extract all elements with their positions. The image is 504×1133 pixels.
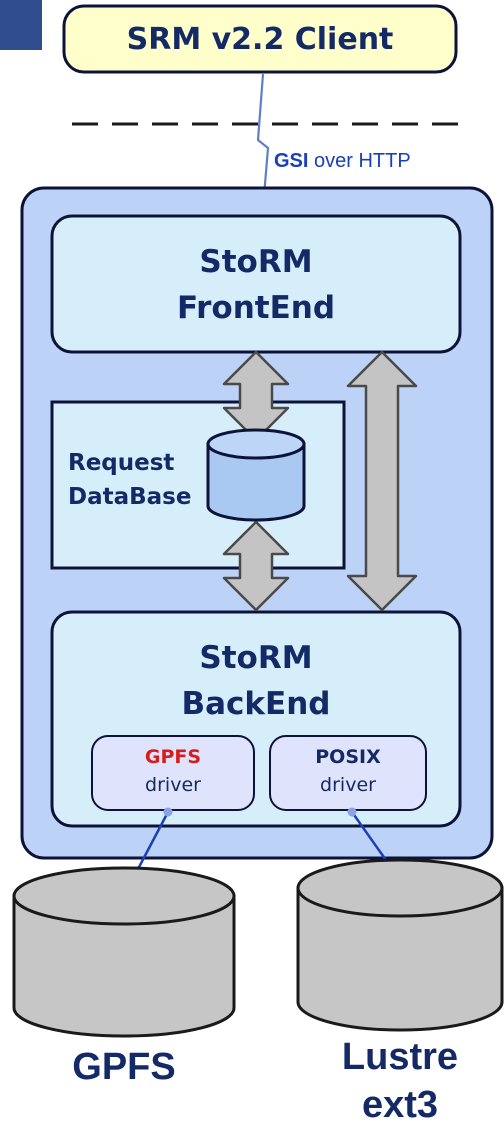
gpfs-disk-icon: [12, 866, 236, 1038]
protocol-label: GSI over HTTP: [274, 150, 411, 173]
gpfs-storage-label: GPFS: [72, 1046, 176, 1088]
gpfs-driver-box: [91, 735, 255, 811]
frontend-title-line2: FrontEnd: [176, 290, 336, 326]
database-label-line1: Request: [68, 450, 175, 476]
database-cylinder-icon: [206, 428, 306, 522]
gpfs-driver-sub: driver: [145, 774, 201, 796]
client-label: SRM v2.2 Client: [126, 22, 394, 57]
protocol-rest: over HTTP: [308, 150, 411, 172]
srm-client-box: [62, 4, 458, 74]
frontend-backend-arrow: [346, 350, 418, 612]
posix-driver-name: POSIX: [315, 746, 381, 768]
frontend-panel: [50, 214, 462, 354]
lustre-storage-label-line1: Lustre: [341, 1036, 459, 1078]
backend-title-line2: BackEnd: [181, 686, 331, 722]
protocol-gsi: GSI: [274, 150, 309, 172]
posix-driver-sub: driver: [320, 774, 376, 796]
backend-title-line1: StoRM: [199, 640, 313, 676]
database-backend-arrow: [222, 520, 290, 612]
lustre-storage-label-line2: ext3: [361, 1084, 439, 1126]
database-label-line2: DataBase: [68, 484, 192, 510]
gsi-link: [256, 73, 270, 221]
gpfs-driver-name: GPFS: [144, 746, 202, 768]
lustre-disk-icon: [296, 858, 504, 1032]
header-fragment: [0, 0, 42, 50]
frontend-title-line1: StoRM: [199, 244, 313, 280]
